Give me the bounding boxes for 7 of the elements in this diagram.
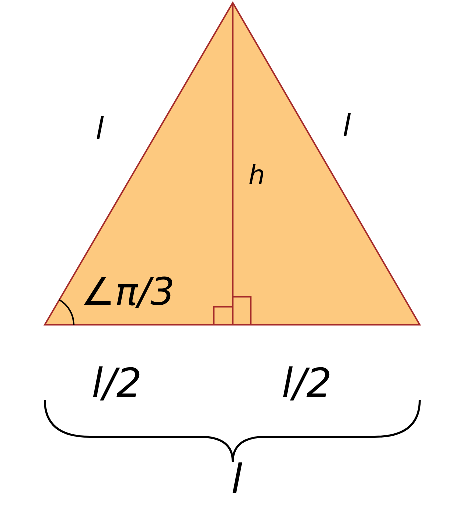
half-side-label: l/2 [92,364,142,404]
height-label: h [248,163,266,189]
side-label: l [231,460,243,500]
half-side-label: l/2 [282,364,332,404]
angle-label: ∠π/3 [81,273,175,311]
side-label: l [342,112,352,142]
side-label: l [96,115,104,145]
